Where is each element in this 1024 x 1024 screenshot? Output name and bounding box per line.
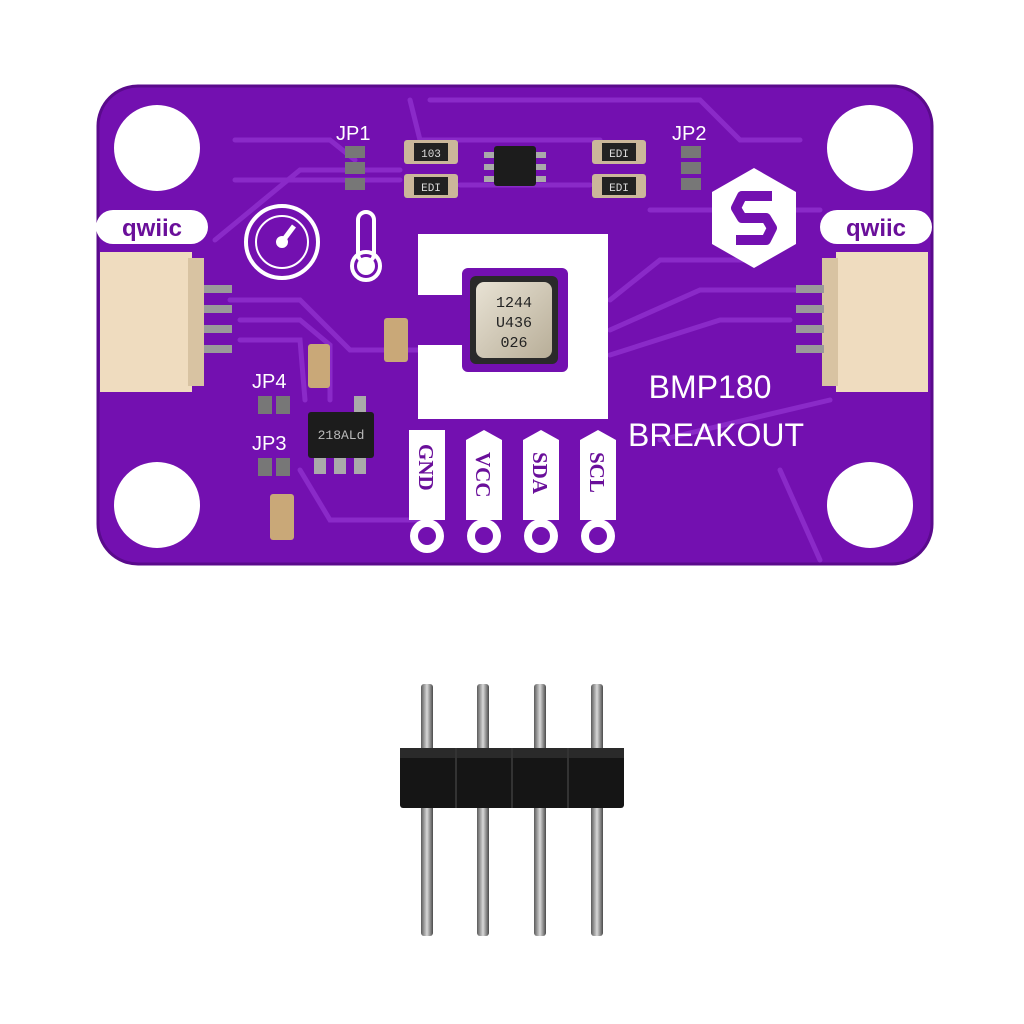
smd-components: 103 EDI EDI EDI 218ALd bbox=[270, 140, 646, 540]
resistor-marking-1: 103 bbox=[421, 149, 441, 161]
thermometer-icon bbox=[350, 210, 382, 282]
resistor-marking-2: EDI bbox=[421, 183, 441, 195]
pin-label-gnd: GND bbox=[414, 444, 438, 491]
gauge-icon bbox=[244, 204, 320, 280]
jumper-label-jp1: JP1 bbox=[336, 123, 370, 145]
qwiic-connector-left: qwiic bbox=[96, 210, 232, 392]
board-title-line2: BREAKOUT bbox=[628, 417, 804, 453]
qwiic-label-right: qwiic bbox=[846, 215, 906, 242]
header-pin-4 bbox=[591, 684, 603, 936]
mounting-holes bbox=[114, 105, 913, 548]
header-pin-1 bbox=[421, 684, 433, 936]
bmp180-sensor-chip: 1244 U436 026 bbox=[470, 276, 558, 364]
board-title-line1: BMP180 bbox=[649, 369, 772, 405]
sensor-marking-2: U436 bbox=[496, 315, 532, 332]
jumpers: JP1 JP2 JP4 JP3 bbox=[252, 123, 706, 476]
sensor-marking-3: 026 bbox=[500, 335, 527, 352]
qwiic-label-left: qwiic bbox=[122, 215, 182, 242]
header-pin-3 bbox=[534, 684, 546, 936]
jumper-label-jp4: JP4 bbox=[252, 371, 286, 393]
pin-header-labels: GND VCC SDA SCL bbox=[409, 430, 616, 553]
sensor-marking-1: 1244 bbox=[496, 295, 532, 312]
qwiic-connector-right: qwiic bbox=[796, 210, 932, 392]
regulator-marking: 218ALd bbox=[318, 428, 365, 443]
pin-label-vcc: VCC bbox=[471, 452, 495, 498]
brand-logo-icon bbox=[712, 168, 796, 268]
header-pin-2 bbox=[477, 684, 489, 936]
resistor-marking-3: EDI bbox=[609, 149, 629, 161]
pin-label-sda: SDA bbox=[528, 452, 552, 495]
pin-header-accessory bbox=[400, 684, 624, 936]
jumper-label-jp2: JP2 bbox=[672, 123, 706, 145]
pcb-traces bbox=[212, 97, 833, 563]
resistor-marking-4: EDI bbox=[609, 183, 629, 195]
jumper-label-jp3: JP3 bbox=[252, 433, 286, 455]
pin-label-scl: SCL bbox=[585, 452, 609, 493]
